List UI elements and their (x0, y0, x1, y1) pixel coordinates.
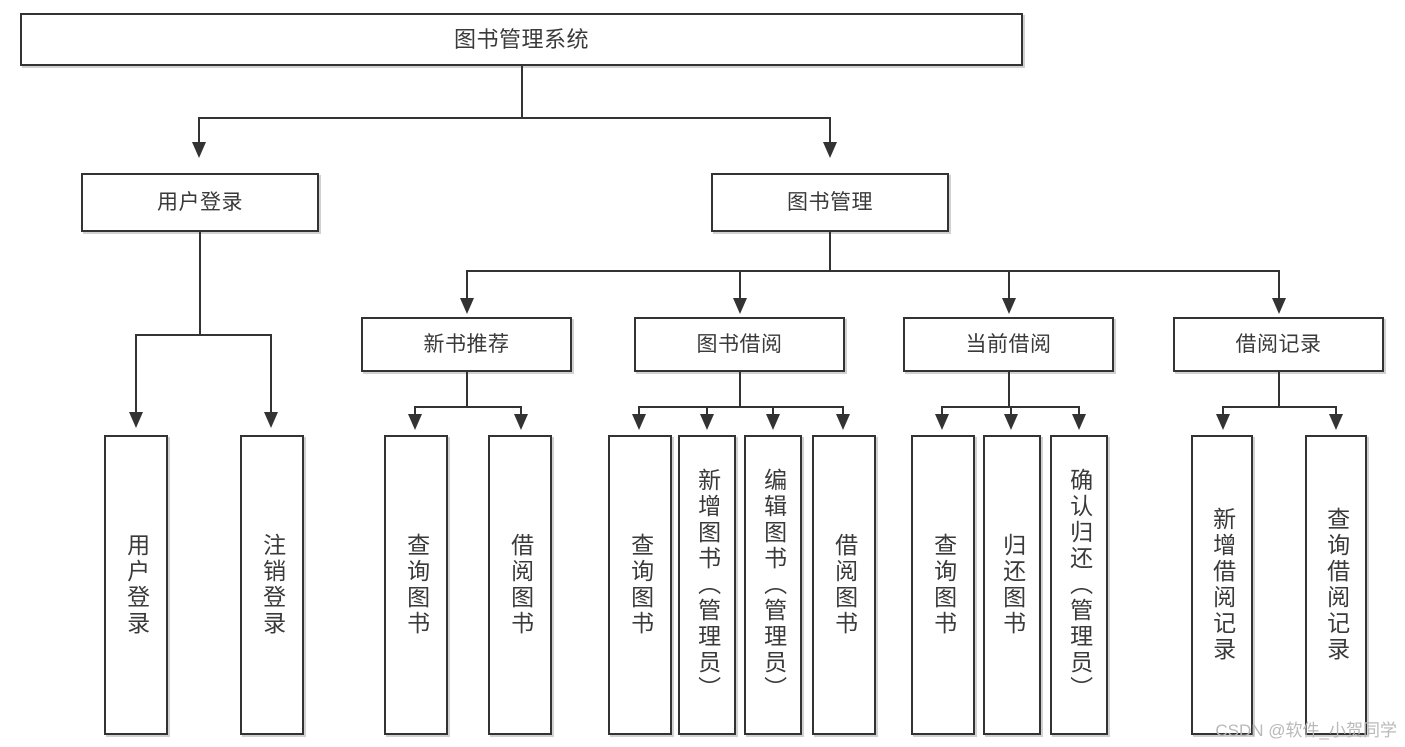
node-label: 查询借阅记录 (1323, 507, 1350, 663)
node-leaf-borrow-book-borrow[interactable]: 借阅图书 (812, 435, 876, 735)
connector-user-login-bus (135, 334, 272, 336)
connector-book-borrow-to-leaf-3 (772, 406, 774, 418)
node-label: 借阅图书 (831, 533, 858, 637)
connector-root-to-user-login (198, 117, 200, 147)
connector-user-login-to-leaf-2 (270, 334, 272, 416)
connector-current-borrow-to-leaf-2 (1010, 406, 1012, 418)
node-book-management[interactable]: 图书管理 (711, 173, 949, 232)
arrowhead-root-to-user-login (192, 142, 206, 158)
node-leaf-user-logout[interactable]: 注销登录 (240, 435, 304, 735)
connector-new-book-to-leaf-1 (414, 406, 416, 418)
arrowhead-current-borrow-to-leaf-1 (935, 414, 949, 430)
arrowhead-root-to-book-manage (823, 142, 837, 158)
arrowhead-current-borrow-to-leaf-2 (1004, 414, 1018, 430)
node-root-book-management-system[interactable]: 图书管理系统 (20, 13, 1023, 66)
connector-current-borrow-to-leaf-3 (1078, 406, 1080, 418)
node-label: 借阅记录 (1235, 333, 1322, 356)
node-user-login[interactable]: 用户登录 (81, 173, 319, 232)
connector-user-login-to-leaf-1 (135, 334, 137, 416)
node-label: 注销登录 (259, 533, 286, 637)
connector-new-book-stem (466, 372, 468, 407)
arrowhead-book-borrow-to-leaf-4 (836, 414, 850, 430)
connector-book-manage-bus (466, 270, 1280, 272)
connector-root-bus (198, 117, 831, 119)
connector-borrow-record-to-leaf-1 (1222, 406, 1224, 418)
node-label: 图书借阅 (696, 333, 783, 356)
connector-book-borrow-bus (638, 406, 844, 408)
node-label: 归还图书 (999, 533, 1026, 637)
connector-current-borrow-stem (1008, 372, 1010, 407)
connector-borrow-record-stem (1278, 372, 1280, 407)
node-leaf-user-login[interactable]: 用户登录 (104, 435, 168, 735)
connector-current-borrow-to-leaf-1 (941, 406, 943, 418)
arrowhead-book-borrow-to-leaf-2 (700, 414, 714, 430)
node-leaf-return-book[interactable]: 归还图书 (983, 435, 1041, 735)
node-leaf-add-borrow-record[interactable]: 新增借阅记录 (1191, 435, 1253, 735)
arrowhead-user-login-to-leaf-2 (264, 412, 278, 428)
node-book-borrow[interactable]: 图书借阅 (634, 317, 845, 372)
node-label: 新增借阅记录 (1209, 507, 1236, 663)
connector-book-manage-to-current-borrow (1008, 270, 1010, 302)
connector-borrow-record-to-leaf-2 (1335, 406, 1337, 418)
arrowhead-borrow-record-to-leaf-2 (1329, 414, 1343, 430)
arrowhead-book-manage-to-book-borrow (733, 298, 747, 314)
node-leaf-borrow-book-recommend[interactable]: 借阅图书 (488, 435, 552, 735)
arrowhead-new-book-to-leaf-2 (514, 414, 528, 430)
node-current-borrow[interactable]: 当前借阅 (903, 317, 1114, 372)
node-label: 图书管理系统 (453, 26, 589, 52)
csdn-watermark: CSDN @软件_小贺同学 (1215, 721, 1397, 740)
node-leaf-edit-book-admin[interactable]: 编辑图书（管理员） (744, 435, 802, 735)
connector-user-login-stem (199, 232, 201, 335)
connector-root-to-book-manage (829, 117, 831, 147)
node-leaf-query-book-borrow[interactable]: 查询图书 (608, 435, 672, 735)
arrowhead-book-manage-to-new-book (460, 298, 474, 314)
node-leaf-query-borrow-record[interactable]: 查询借阅记录 (1305, 435, 1367, 735)
arrowhead-new-book-to-leaf-1 (408, 414, 422, 430)
node-label: 查询图书 (930, 533, 957, 637)
node-label: 借阅图书 (507, 533, 534, 637)
connector-book-manage-to-new-book (466, 270, 468, 302)
connector-book-borrow-to-leaf-2 (706, 406, 708, 418)
connector-new-book-to-leaf-2 (520, 406, 522, 418)
connector-book-manage-to-book-borrow (739, 270, 741, 302)
node-label: 用户登录 (123, 533, 150, 637)
arrowhead-book-manage-to-current-borrow (1002, 298, 1016, 314)
node-leaf-query-book-recommend[interactable]: 查询图书 (384, 435, 448, 735)
node-label: 新增图书（管理员） (694, 468, 721, 702)
node-leaf-query-book-current[interactable]: 查询图书 (911, 435, 975, 735)
node-label: 查询图书 (627, 533, 654, 637)
node-label: 用户登录 (157, 191, 243, 214)
node-leaf-add-book-admin[interactable]: 新增图书（管理员） (678, 435, 736, 735)
node-label: 查询图书 (403, 533, 430, 637)
connector-borrow-record-bus (1222, 406, 1337, 408)
connector-book-manage-to-borrow-record (1278, 270, 1280, 302)
connector-book-borrow-to-leaf-4 (842, 406, 844, 418)
connector-book-manage-stem (829, 232, 831, 271)
node-label: 编辑图书（管理员） (760, 468, 787, 702)
node-label: 当前借阅 (965, 333, 1052, 356)
node-leaf-confirm-return-admin[interactable]: 确认归还（管理员） (1050, 435, 1108, 735)
node-borrow-record[interactable]: 借阅记录 (1173, 317, 1384, 372)
node-label: 确认归还（管理员） (1066, 468, 1093, 702)
arrowhead-user-login-to-leaf-1 (129, 412, 143, 428)
node-label: 新书推荐 (423, 333, 510, 356)
connector-root-stem (521, 66, 523, 118)
connector-book-borrow-stem (739, 372, 741, 407)
arrowhead-book-borrow-to-leaf-3 (766, 414, 780, 430)
arrowhead-current-borrow-to-leaf-3 (1072, 414, 1086, 430)
node-new-book-recommend[interactable]: 新书推荐 (361, 317, 572, 372)
arrowhead-borrow-record-to-leaf-1 (1216, 414, 1230, 430)
arrowhead-book-manage-to-borrow-record (1272, 298, 1286, 314)
connector-book-borrow-to-leaf-1 (638, 406, 640, 418)
node-label: 图书管理 (787, 191, 873, 214)
arrowhead-book-borrow-to-leaf-1 (632, 414, 646, 430)
connector-new-book-bus (414, 406, 522, 408)
